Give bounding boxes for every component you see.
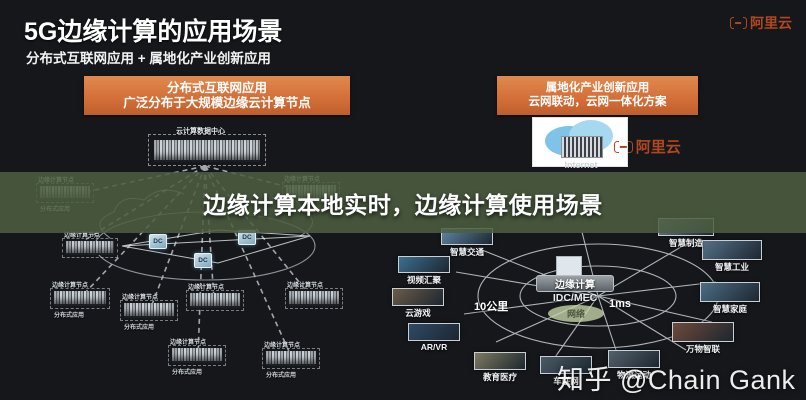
banner-right-line2: 云网联动，云网一体化方案 [528, 95, 667, 108]
internet-label: Internet [564, 160, 598, 170]
scenario-thumbnail [392, 288, 444, 306]
edge-node-rack [266, 351, 316, 366]
edge-node-rack [289, 291, 339, 306]
edge-node-caption: 边缘计算节点 [170, 340, 207, 346]
scenario-thumbnail [608, 350, 660, 368]
scenario-thumbnail [540, 356, 592, 374]
scenario-thumbnail [702, 240, 762, 260]
network-cloud-label: 网络 [548, 305, 604, 322]
aliyun-logo-mid-label: 阿里云 [635, 139, 681, 156]
page-subtitle: 分布式互联网应用 + 属地化产业创新应用 [26, 51, 271, 66]
cloud-datacenter-box [148, 134, 266, 166]
page-title: 5G边缘计算的应用场景 [24, 18, 283, 46]
aliyun-mark-icon-mid [614, 140, 633, 153]
scenario-thumbnail [474, 352, 526, 370]
edge-computing-core-sub: IDC/MEC [552, 292, 598, 304]
edge-node-box [186, 290, 244, 311]
edge-node-rack [54, 291, 106, 306]
cloud-datacenter-racks [154, 140, 260, 162]
scenario-label: 物流运动 [616, 370, 651, 380]
edge-node-app-label: 分布式应用 [266, 373, 297, 379]
scenario-item: 物流运动 [608, 350, 660, 381]
edge-node-caption: 边缘计算节点 [188, 285, 225, 291]
mec-antenna-icon [556, 256, 582, 276]
edge-computing-core-node: 边缘计算 [536, 275, 614, 292]
edge-node-app-label: 分布式应用 [172, 370, 203, 376]
scenario-item: 云游戏 [392, 288, 444, 319]
edge-node-caption: 边缘计算节点 [64, 233, 101, 239]
scenario-label: 云游戏 [405, 308, 431, 318]
scenario-label: 车联网 [553, 376, 579, 386]
edge-node-box [285, 288, 343, 309]
aliyun-logo-top: 阿里云 [729, 13, 792, 33]
overlay-band [0, 172, 806, 233]
edge-node-caption: 边缘计算节点 [287, 283, 324, 289]
scenario-item: 万物智联 [672, 322, 734, 355]
scenario-item: 教育医疗 [474, 352, 526, 383]
scenario-thumbnail [408, 323, 460, 341]
edge-node-caption: 边缘计算节点 [122, 295, 159, 301]
latency-label-1ms: 1ms [609, 298, 632, 310]
banner-left-line1: 分布式互联网应用 [166, 80, 267, 95]
dc-chip-2: DC [194, 253, 212, 268]
edge-node-app-label: 分布式应用 [54, 313, 85, 319]
scenario-label: 智慧制造 [668, 238, 703, 248]
scenario-thumbnail [398, 256, 450, 273]
overlay-headline: 边缘计算本地实时，边缘计算使用场景 [203, 191, 603, 218]
scenario-label: AR/VR [420, 342, 448, 352]
scenario-item: 视频汇聚 [398, 256, 450, 286]
scenario-label: 智慧工业 [714, 262, 749, 272]
edge-node-box [62, 238, 118, 258]
scenario-label: 智慧交通 [449, 247, 484, 257]
edge-node-rack [124, 303, 174, 318]
banner-left-line2: 广泛分布于大规模边缘云计算节点 [123, 95, 311, 110]
edge-node-rack [190, 293, 240, 308]
scenario-label: 智慧家庭 [712, 304, 747, 314]
scenario-item: 智慧家庭 [700, 282, 760, 315]
edge-node-box [168, 345, 226, 366]
aliyun-logo-top-label: 阿里云 [750, 15, 792, 31]
scenario-item: 车联网 [540, 356, 592, 387]
cloud-datacenter-label: 云计算数据中心 [176, 128, 225, 135]
edge-node-caption: 边缘计算节点 [264, 343, 301, 349]
edge-node-box [120, 300, 178, 321]
scenario-thumbnail [672, 322, 734, 342]
scenario-label: 教育医疗 [482, 372, 517, 382]
banner-distributed-internet: 分布式互联网应用 广泛分布于大规模边缘云计算节点 [84, 76, 350, 115]
banner-right-line1: 属地化产业创新应用 [545, 81, 650, 94]
scenario-label: 万物智联 [685, 344, 720, 354]
distance-label-10km: 10公里 [474, 301, 509, 313]
scenario-item: AR/VR [408, 323, 460, 352]
aliyun-logo-mid: 阿里云 [614, 136, 681, 157]
banner-local-industry: 属地化产业创新应用 云网联动，云网一体化方案 [497, 76, 698, 115]
edge-node-rack [66, 241, 114, 255]
internet-cloud-image [532, 117, 628, 167]
scenario-item: 智慧工业 [702, 240, 762, 273]
edge-node-rack [172, 348, 222, 363]
edge-node-box [50, 288, 110, 309]
watermark-text: 知乎 @Chain Gank [557, 365, 796, 395]
scenario-thumbnail [700, 282, 760, 302]
aliyun-mark-icon [729, 17, 747, 29]
scenario-label: 视频汇聚 [406, 275, 441, 285]
edge-node-box [262, 348, 320, 369]
edge-node-app-label: 分布式应用 [124, 325, 155, 331]
dc-chip-1: DC [149, 234, 167, 249]
edge-node-caption: 边缘计算节点 [52, 283, 89, 289]
